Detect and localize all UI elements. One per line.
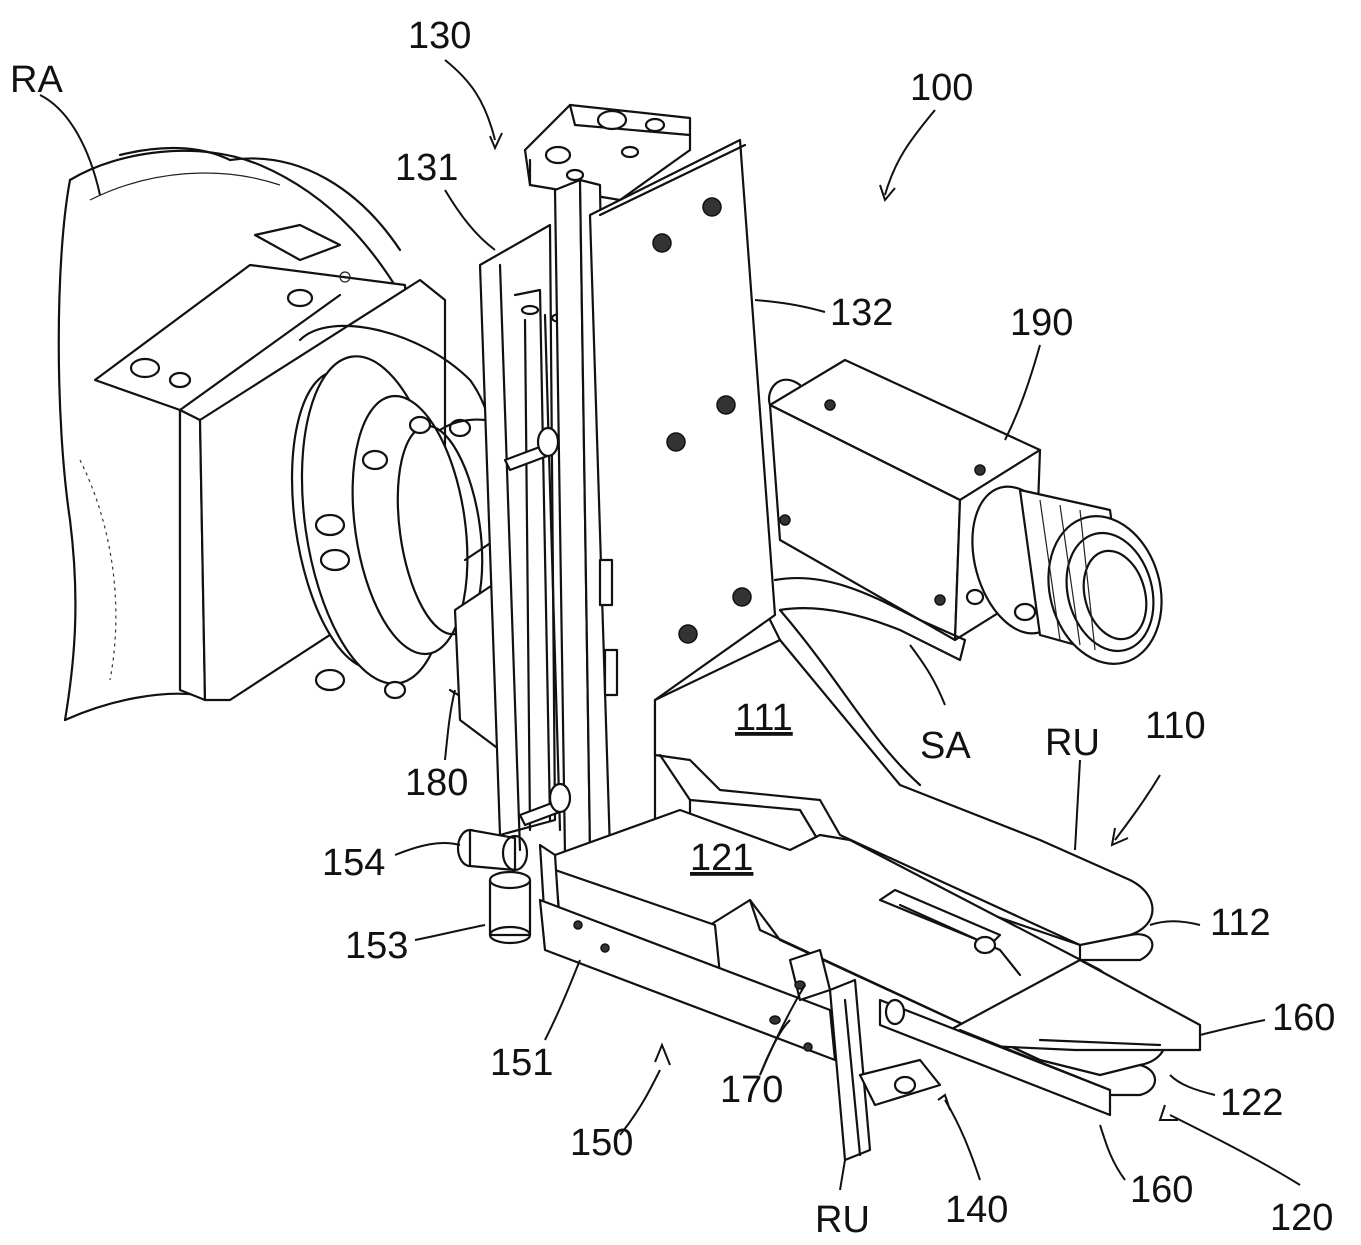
rails — [769, 888, 1202, 1117]
bracket — [828, 978, 942, 1162]
robot-arm — [57, 146, 542, 752]
label-131: 131 — [395, 147, 458, 189]
label-ru-top: RU — [1045, 722, 1100, 764]
label-120: 120 — [1270, 1197, 1333, 1239]
label-ru-bottom: RU — [815, 1199, 870, 1241]
label-160-bottom: 160 — [1130, 1169, 1193, 1211]
label-ra: RA — [10, 59, 63, 101]
label-154: 154 — [322, 842, 385, 884]
label-160-top: 160 — [1272, 997, 1335, 1039]
upper-fork — [653, 618, 1154, 962]
label-111: 111 — [735, 697, 793, 739]
label-153: 153 — [345, 925, 408, 967]
leader-lines — [39, 59, 1301, 1191]
label-151: 151 — [490, 1042, 553, 1084]
label-140: 140 — [945, 1189, 1008, 1231]
label-190: 190 — [1010, 302, 1073, 344]
label-110: 110 — [1145, 705, 1206, 747]
vertical-slide-unit — [478, 103, 777, 857]
label-122: 122 — [1220, 1082, 1283, 1124]
connectors — [456, 828, 532, 945]
label-150: 150 — [570, 1122, 633, 1164]
camera-unit — [767, 358, 1163, 787]
label-sa: SA — [920, 725, 971, 767]
label-130: 130 — [408, 15, 471, 57]
label-112: 112 — [1210, 902, 1271, 944]
reference-labels: RA 130 100 131 132 190 111 SA RU 110 180… — [10, 15, 1335, 1241]
label-170: 170 — [720, 1069, 783, 1111]
label-180: 180 — [405, 762, 468, 804]
label-132: 132 — [830, 292, 893, 334]
label-100: 100 — [910, 67, 973, 109]
label-121: 121 — [690, 837, 753, 879]
